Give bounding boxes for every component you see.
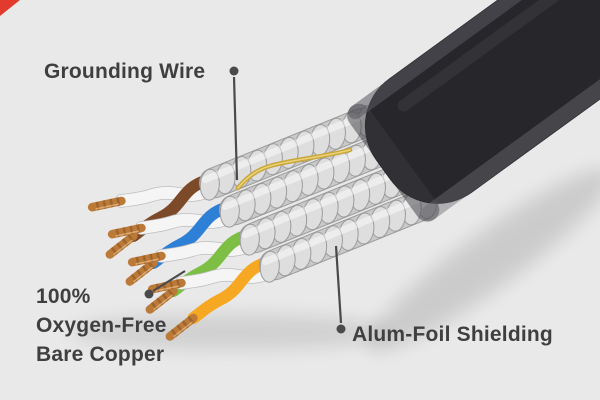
wires-shadow [70, 314, 390, 350]
foil-shielding-label: Alum-Foil Shielding [352, 323, 553, 346]
grounding-callout-line [232, 76, 239, 181]
copper-callout-dot [144, 289, 154, 299]
grounding-wire-highlight [237, 149, 351, 189]
cable-shadow [367, 168, 600, 352]
grounding-wire [235, 147, 353, 191]
copper-label-line1: 100% [36, 285, 91, 308]
copper-label: 100% Oxygen-Free Bare Copper [36, 282, 167, 369]
copper-label-line2: Oxygen-Free [36, 314, 167, 337]
jacket-end-rim [347, 103, 440, 222]
corner-mark [0, 0, 20, 16]
cable-jacket [347, 0, 600, 222]
grounding-wire-label: Grounding Wire [44, 60, 206, 83]
copper-label-line3: Bare Copper [36, 343, 165, 366]
grounding-callout-dot [229, 66, 239, 76]
copper-callout-line [152, 270, 186, 292]
foil-callout-line [334, 245, 343, 324]
foil-callout-dot [336, 324, 346, 334]
